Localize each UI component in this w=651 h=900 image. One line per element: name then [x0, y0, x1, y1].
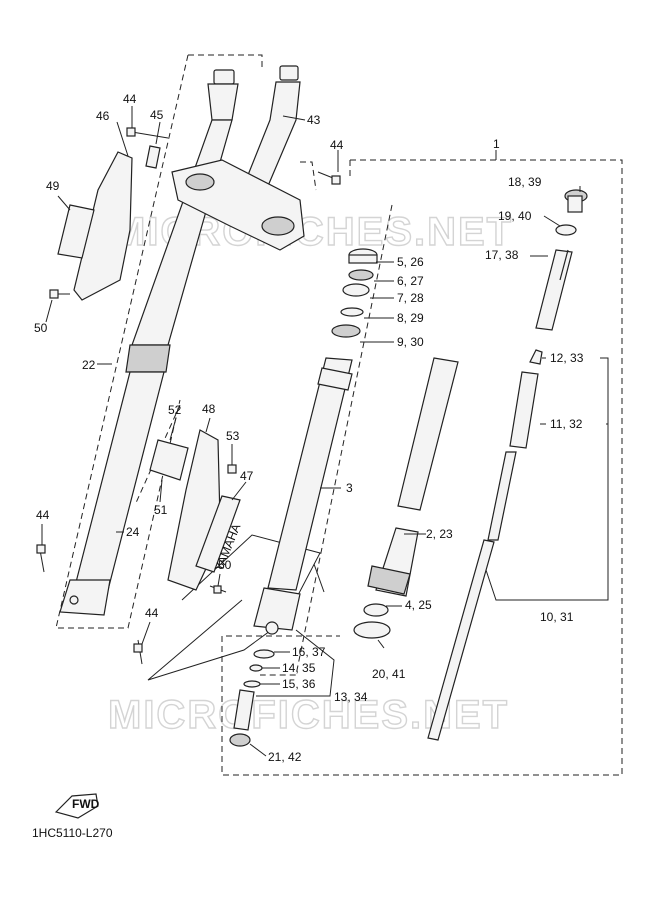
callout-6-27: 6, 27	[397, 274, 424, 288]
steering-stem	[237, 65, 301, 201]
callout-5-26: 5, 26	[397, 255, 424, 269]
callout-52: 52	[168, 403, 182, 417]
callout-7-28: 7, 28	[397, 291, 424, 305]
callout-44-right: 44	[330, 138, 344, 152]
number-plate	[73, 151, 133, 301]
outer-tube-frame	[55, 54, 317, 629]
spring-17	[535, 249, 573, 331]
callout-18-39: 18, 39	[508, 175, 542, 189]
bolt-44-right	[317, 171, 341, 185]
callout-44-bottom: 44	[145, 606, 159, 620]
bolt-44-top	[126, 127, 169, 139]
callout-47: 47	[240, 469, 254, 483]
upper-triple-clamp	[171, 159, 305, 251]
callout-49: 49	[46, 179, 60, 193]
callout-19-40: 19, 40	[498, 209, 532, 223]
callout-3: 3	[346, 481, 353, 495]
damper-rod-10	[427, 349, 543, 741]
fwd-arrow-icon: FWD	[54, 793, 100, 819]
callout-12-33: 12, 33	[550, 351, 584, 365]
callout-14-35: 14, 35	[282, 661, 316, 675]
base-valve-parts	[229, 649, 275, 747]
callout-20-41: 20, 41	[372, 667, 406, 681]
inner-tube-frame	[260, 204, 393, 676]
callout-24: 24	[126, 525, 140, 539]
fork-assembly-frame	[221, 150, 623, 776]
callout-13-34: 13, 34	[334, 690, 368, 704]
callout-50-mid: 50	[218, 558, 232, 572]
callout-11-32: 11, 32	[550, 417, 583, 431]
fwd-label: FWD	[72, 797, 100, 811]
diagram-code: 1HC5110-L270	[32, 826, 113, 840]
callout-44-top: 44	[123, 92, 137, 106]
leader-lines	[41, 106, 609, 757]
callout-51: 51	[154, 503, 168, 517]
callout-46: 46	[96, 109, 110, 123]
callout-1: 1	[493, 137, 500, 151]
callout-45: 45	[150, 108, 164, 122]
bolt-44-left	[36, 544, 46, 573]
bolt-50-left	[49, 289, 70, 299]
guard-clip-52	[149, 439, 189, 481]
nut-53	[227, 464, 237, 474]
seal-stack	[331, 248, 378, 338]
callout-21-42: 21, 42	[268, 750, 302, 764]
callout-10-31: 10, 31	[540, 610, 574, 624]
callout-8-29: 8, 29	[397, 311, 424, 325]
inner-tube	[253, 357, 353, 635]
bolt-44-bottom	[133, 639, 143, 665]
callout-48: 48	[202, 402, 216, 416]
callout-17-38: 17, 38	[485, 248, 519, 262]
clip-45	[145, 145, 161, 169]
callout-15-36: 15, 36	[282, 677, 316, 691]
callout-50-left: 50	[34, 321, 48, 335]
damper-rod-2	[353, 357, 459, 639]
decal-49	[57, 204, 95, 259]
bolt-50-mid	[209, 585, 227, 594]
callout-9-30: 9, 30	[397, 335, 424, 349]
callout-2-23: 2, 23	[426, 527, 453, 541]
callout-4-25: 4, 25	[405, 598, 432, 612]
callout-43: 43	[307, 113, 321, 127]
cap-bolt-18	[555, 189, 588, 236]
callout-44-left: 44	[36, 508, 50, 522]
callout-16-37: 16, 37	[292, 645, 326, 659]
callout-53: 53	[226, 429, 240, 443]
callout-22: 22	[82, 358, 96, 372]
